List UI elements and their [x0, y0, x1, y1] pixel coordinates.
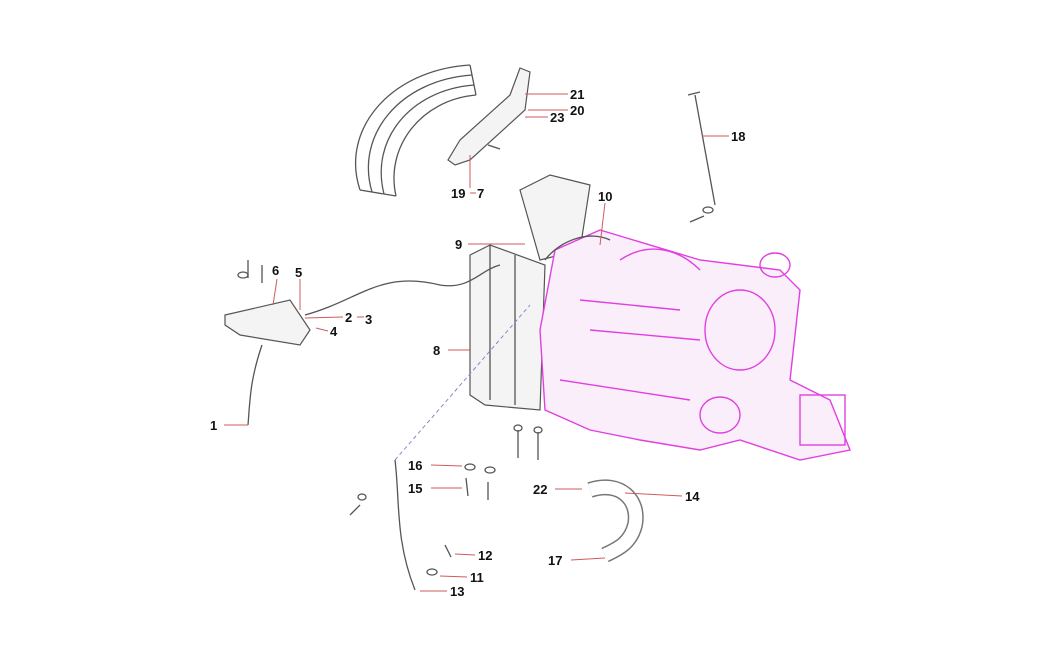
assembly-axis [394, 304, 531, 461]
dipstick-tube [394, 459, 416, 591]
fan-shroud [354, 64, 477, 197]
callout-14: 14 [685, 489, 700, 504]
callout-2: 2 [345, 310, 352, 325]
callout-20: 20 [570, 103, 584, 118]
callout-6: 6 [272, 263, 279, 278]
bolt [487, 144, 501, 150]
radiator [469, 174, 591, 411]
callout-4: 4 [330, 324, 338, 339]
callout-8: 8 [433, 343, 440, 358]
callout-19: 19 [451, 186, 465, 201]
callout-21: 21 [570, 87, 584, 102]
callout-18: 18 [731, 129, 745, 144]
callout-9: 9 [455, 237, 462, 252]
callout-10: 10 [598, 189, 612, 204]
callout-22: 22 [533, 482, 547, 497]
callout-5: 5 [295, 265, 302, 280]
callout-15: 15 [408, 481, 422, 496]
upper-hose [544, 235, 611, 261]
leader-lines [224, 93, 729, 592]
callout-16: 16 [408, 458, 422, 473]
callout-23: 23 [550, 110, 564, 125]
callout-3: 3 [365, 312, 372, 327]
support-rod [687, 91, 716, 223]
callout-7: 7 [477, 186, 484, 201]
sensor-bracket [224, 260, 501, 426]
callout-17: 17 [548, 553, 562, 568]
engine [539, 229, 851, 461]
bracket [447, 67, 531, 166]
callout-1: 1 [210, 418, 217, 433]
mount-bolts [426, 424, 543, 576]
callout-12: 12 [478, 548, 492, 563]
callout-13: 13 [450, 584, 464, 599]
callout-11: 11 [470, 570, 484, 585]
bolt [349, 504, 361, 516]
